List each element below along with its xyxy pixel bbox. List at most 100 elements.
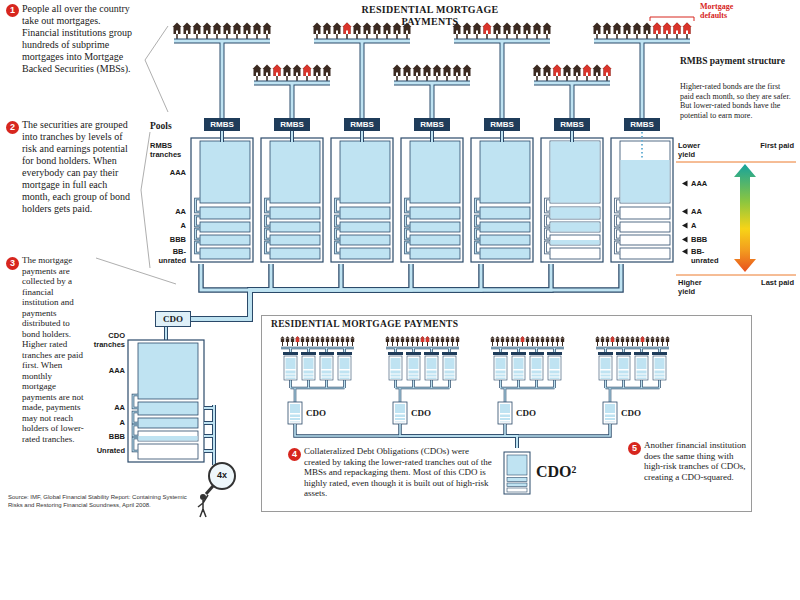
pipe-outline (191, 264, 621, 319)
tranche-compartment (138, 444, 198, 459)
outlet-pipe (204, 405, 214, 465)
cdo-tank-box: CDO (603, 402, 655, 424)
node-text: RMBS (344, 118, 380, 131)
tranche-tank (541, 138, 603, 262)
text-label: Collateralized Debt Obligations (CDOs) w… (304, 446, 494, 499)
text-label: RMBS payment structure (680, 56, 790, 67)
house-row (452, 22, 552, 34)
text-label: Last paid (752, 278, 794, 287)
pour-pipe (222, 130, 572, 143)
tranche-compartment (138, 402, 198, 415)
connectors (191, 264, 621, 448)
outlet-pipe (204, 405, 214, 465)
default-house (610, 336, 614, 342)
pointer (682, 249, 688, 255)
text-label: BB- unrated (150, 247, 186, 265)
text-label: 4x (210, 470, 234, 481)
tranche-compartment (138, 418, 198, 428)
default-house (640, 336, 644, 342)
callout-bracket (145, 26, 168, 112)
cdo-squared-tank (504, 452, 530, 494)
rmbs-pool: RMBS (541, 118, 603, 264)
rmbs-pool: RMBS (471, 118, 533, 264)
text-label: A (150, 221, 186, 230)
pipe-connector (191, 264, 621, 319)
pipe-outlines (191, 264, 621, 448)
node-text: RMBS (484, 118, 520, 131)
text-label: BBB (90, 432, 125, 441)
feed-pipe (174, 41, 690, 118)
text-label: AAA (691, 179, 727, 188)
node-text: CDO (288, 402, 340, 424)
text-label: AA (90, 403, 125, 412)
callout-number: 4 (288, 448, 301, 461)
house-row (592, 22, 692, 34)
default-house (343, 23, 352, 34)
cdo-tank (128, 340, 204, 462)
cdo-tank-box: CDO (288, 402, 340, 424)
small-cdo-tank (498, 402, 512, 424)
node-text: CDO (393, 402, 445, 424)
mini-mortgage-group (490, 336, 565, 402)
default-house (653, 23, 662, 34)
text-label: Unrated (90, 446, 125, 455)
text-label: AA (150, 207, 186, 216)
tank-wall (504, 452, 530, 494)
callout-number: 3 (6, 257, 19, 270)
default-house (673, 23, 682, 34)
default-house (583, 65, 592, 76)
tranche-water (550, 141, 599, 202)
tranche-tank (471, 138, 533, 262)
default-house (303, 65, 312, 76)
key-rule (676, 162, 796, 275)
node-text: CDO (498, 402, 550, 424)
source-caption: Source: IMF, Global Financial Stability … (8, 494, 193, 509)
mini-mortgage-group (595, 336, 670, 402)
mini-mortgage-group (385, 336, 460, 402)
pointer (682, 223, 688, 229)
text-label: The securities are grouped into tranches… (22, 119, 136, 215)
text-label: Higher yield (678, 278, 718, 296)
pipe-connector (400, 424, 517, 448)
rmbs-pool: RMBS (261, 118, 323, 264)
callout-bracket (141, 132, 150, 268)
small-cdo-tank (393, 402, 407, 424)
rmbs-pool: RMBS (331, 118, 393, 264)
pipe-outline (295, 424, 517, 448)
drip (641, 132, 643, 158)
callout-number: 5 (628, 442, 641, 455)
text-label: Pools (150, 121, 180, 132)
text-label: BB- unrated (691, 247, 725, 265)
pipe-outline (505, 424, 517, 448)
text-label: The mortgage payments are collected by a… (22, 255, 88, 444)
node-text: RMBS (624, 118, 660, 131)
node-text: RMBS (414, 118, 450, 131)
node-text: CDO (156, 312, 190, 326)
text-label: BBB (150, 235, 186, 244)
text-label: Lower yield (678, 141, 718, 159)
defaults-bracket (650, 17, 694, 21)
cdo-squared-box: CDO² (500, 448, 600, 496)
pointer (682, 181, 688, 187)
node-text: RMBS (274, 118, 310, 131)
pipe-outline (400, 424, 517, 448)
text-label: First paid (752, 141, 794, 150)
house-row (392, 64, 472, 76)
tranche-compartment (507, 488, 527, 492)
pointer (682, 209, 688, 215)
text-label: People all over the country take out mor… (22, 3, 140, 75)
diagram-title: RESIDENTIAL MORTGAGE PAYMENTS (335, 4, 525, 28)
tranche-tank (331, 138, 393, 262)
text-label: Another financial institution does the s… (644, 440, 748, 482)
tranche-compartment (138, 431, 198, 441)
house-row (172, 22, 272, 34)
node-text: CDO (603, 402, 655, 424)
pipe-connector (191, 264, 250, 319)
house-row (252, 64, 332, 76)
overflow-pipe (133, 395, 138, 451)
tranche-compartment (507, 455, 527, 475)
default-house (295, 336, 299, 342)
text-label: BBB (691, 235, 727, 244)
person-body (198, 495, 208, 517)
tranche-tank (401, 138, 463, 262)
